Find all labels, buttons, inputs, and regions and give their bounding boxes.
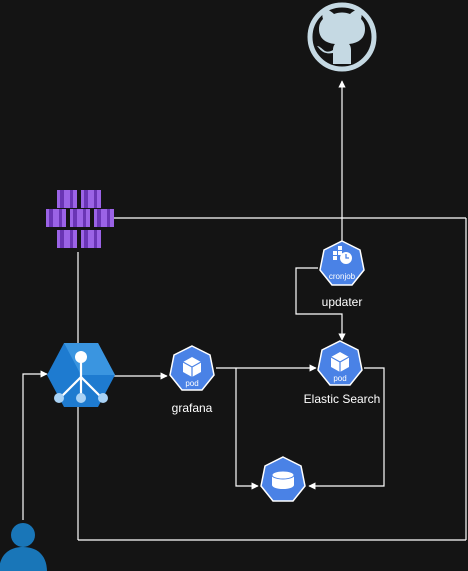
github-icon xyxy=(307,2,377,72)
connectors xyxy=(22,80,467,541)
grafana-label: grafana xyxy=(171,401,213,415)
updater-badge: cronjob xyxy=(329,272,356,281)
elastic-search-label: Elastic Search xyxy=(303,392,381,406)
elastic-badge: pod xyxy=(333,374,346,383)
user-icon xyxy=(0,523,47,571)
updater-label: updater xyxy=(321,295,363,309)
cronjob-icon: cronjob xyxy=(319,240,365,286)
grafana-pod-icon: pod xyxy=(169,345,215,391)
kubernetes-cluster-icon xyxy=(46,190,114,248)
edge-grafana-to-storage xyxy=(235,368,259,490)
grafana-badge: pod xyxy=(185,379,198,388)
elastic-search-pod-icon: pod xyxy=(317,340,363,386)
edge-user-to-ingress xyxy=(22,370,48,520)
edge-updater-to-elastic xyxy=(295,267,346,341)
edge-elastic-to-storage xyxy=(308,367,385,490)
load-balancer-icon xyxy=(47,343,115,407)
persistent-volume-icon xyxy=(260,456,306,502)
